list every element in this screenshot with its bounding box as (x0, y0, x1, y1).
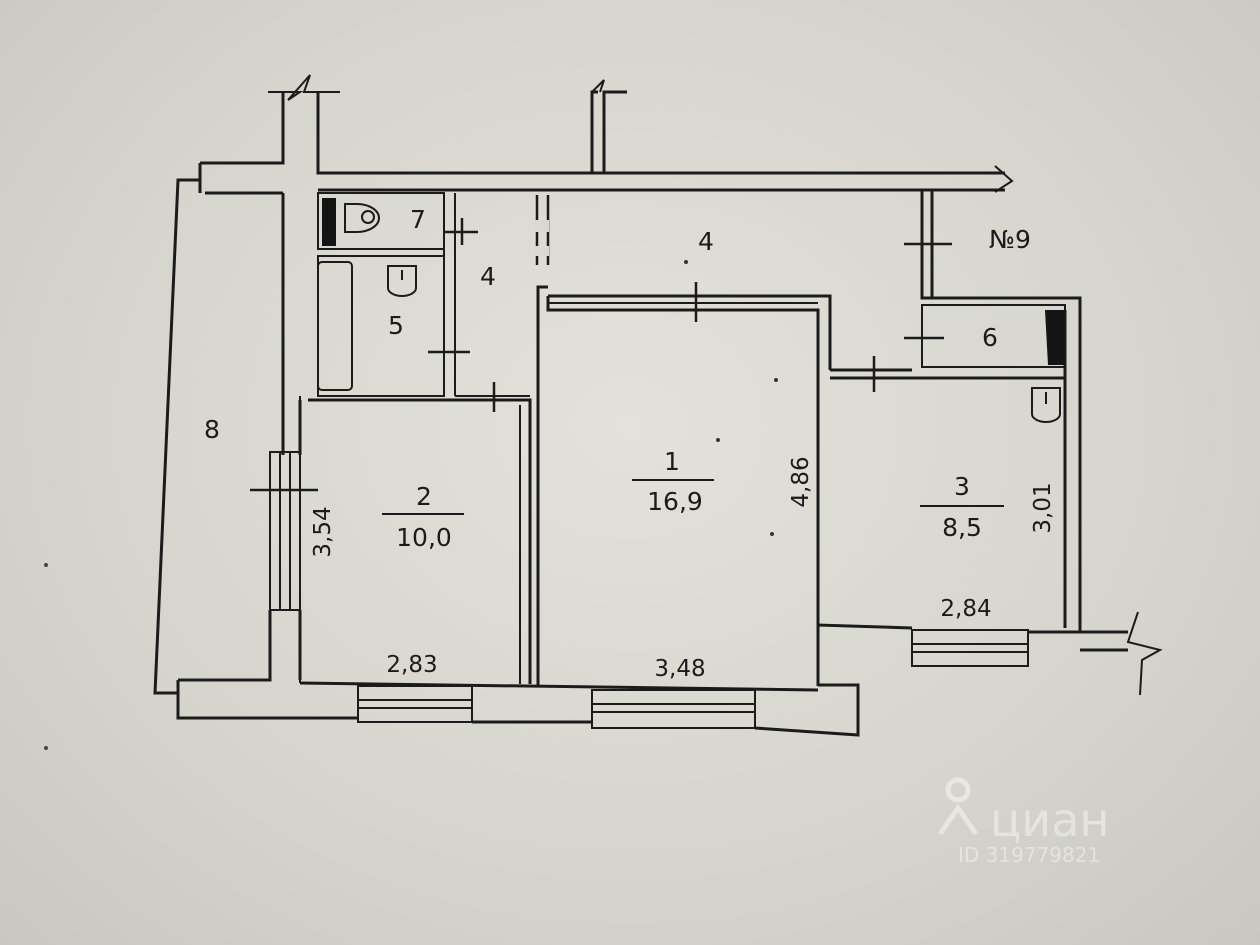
room-4-hall-number: 4 (480, 262, 496, 291)
room-3-area: 8,5 (942, 513, 982, 542)
room-7-number: 7 (410, 205, 426, 234)
apartment-number-label: №9 (989, 225, 1031, 254)
watermark-id: ID 319779821 (958, 843, 1100, 867)
room-1-height-dim: 4,86 (788, 456, 814, 507)
room-3-height-dim: 3,01 (1030, 482, 1056, 533)
location-pin-icon (937, 777, 979, 836)
watermark-brand: циан (990, 793, 1109, 847)
room-1-number: 1 (664, 447, 680, 476)
scan-specks (44, 260, 778, 750)
room-1-width-dim: 3,48 (654, 656, 705, 682)
room-labels: №9 1 16,9 2 10,0 3 8,5 4 4 5 6 7 8 (204, 205, 1031, 552)
room-2-number: 2 (416, 482, 432, 511)
room-2-height-dim: 3,54 (310, 506, 336, 557)
room-3-number: 3 (954, 472, 970, 501)
cian-watermark: циан ID 319779821 (937, 777, 1109, 867)
room-6-number: 6 (982, 323, 998, 352)
room-2-area: 10,0 (396, 523, 452, 552)
outer-walls (153, 74, 1163, 737)
room-5-number: 5 (388, 311, 404, 340)
room-4-corridor-number: 4 (698, 227, 714, 256)
room-2-width-dim: 2,83 (386, 652, 437, 678)
room-1-area: 16,9 (647, 487, 703, 516)
interior-walls (299, 192, 1066, 686)
room-3-width-dim: 2,84 (940, 596, 991, 622)
room-8-number: 8 (204, 415, 220, 444)
dimension-labels: 4,86 3,48 3,54 2,83 3,01 2,84 (310, 456, 1056, 682)
